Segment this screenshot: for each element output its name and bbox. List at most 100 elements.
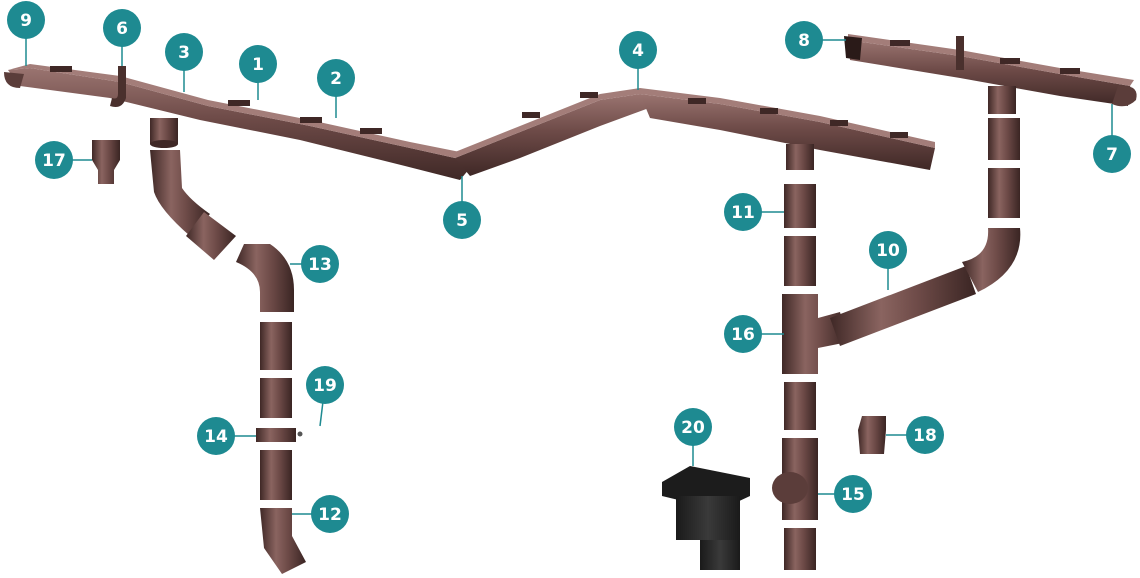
upper-right-outlet (988, 86, 1016, 114)
callout-15-inspection-pipe: 15 (818, 475, 872, 513)
gutter-rim-right (640, 88, 935, 148)
left-offset-bend (150, 150, 210, 236)
callout-badge-7 (1093, 135, 1131, 173)
inspection-15-cap (772, 472, 808, 504)
bracket-top-a (50, 66, 72, 72)
gutter-outlet-3-shape (150, 118, 178, 148)
gutter-run-right (640, 88, 935, 170)
callout-badge-9 (7, 1, 45, 39)
callout-badge-18 (906, 416, 944, 454)
callout-19-screw: 19 (306, 366, 344, 427)
callout-number-11: 11 (731, 203, 755, 223)
callout-badge-16 (724, 315, 762, 353)
bracket-right-b (760, 108, 778, 114)
right-run-outlet (786, 144, 814, 170)
callout-badge-10 (869, 231, 907, 269)
downpipe-branch (830, 118, 1021, 346)
callout-1-gutter: 1 (239, 45, 277, 100)
callout-badge-15 (834, 475, 872, 513)
callout-number-14: 14 (204, 427, 228, 447)
callout-6-gutter-bracket: 6 (103, 9, 141, 66)
bracket-ur-b (1000, 58, 1020, 64)
callout-badge-3 (165, 33, 203, 71)
gutter-rim-middle (455, 88, 640, 158)
callout-number-16: 16 (731, 325, 755, 345)
callout-8-gutter-end-cap-left: 8 (785, 21, 846, 59)
callout-number-6: 6 (116, 19, 128, 39)
callout-number-3: 3 (178, 43, 190, 63)
callout-badge-12 (311, 495, 349, 533)
upper-pipe-seg-b (988, 168, 1020, 218)
callout-number-20: 20 (681, 418, 705, 438)
bracket-right-a (688, 98, 706, 104)
callout-badge-2 (317, 59, 355, 97)
right-pipe-seg-b (784, 382, 816, 430)
callout-number-12: 12 (318, 505, 342, 525)
callout-13-elbow: 13 (290, 245, 339, 283)
rainwater-inlet-20-shape (662, 466, 750, 570)
gutter-body-upper-right (848, 40, 1130, 106)
left-pipe-seg-b (260, 378, 292, 418)
callout-badge-11 (724, 193, 762, 231)
callout-4-external-corner: 4 (619, 31, 657, 90)
callout-number-9: 9 (20, 11, 32, 31)
bracket-6-shape (110, 66, 126, 107)
reducer-18-shape (858, 416, 886, 454)
callout-badge-8 (785, 21, 823, 59)
callout-17-reducer: 17 (35, 141, 92, 179)
end-cap-9-shape (4, 72, 24, 88)
callout-badge-6 (103, 9, 141, 47)
callout-number-2: 2 (330, 69, 342, 89)
callout-badge-17 (35, 141, 73, 179)
clamp-14-shape (256, 428, 296, 442)
callout-3-gutter-outlet: 3 (165, 33, 203, 92)
callout-20-rainwater-inlet: 20 (674, 408, 712, 466)
callout-badge-5 (443, 201, 481, 239)
callout-number-19: 19 (313, 376, 337, 396)
bracket-mid-b (580, 92, 598, 98)
gutter-run-middle (455, 88, 660, 176)
callout-number-18: 18 (913, 426, 937, 446)
gutter-rim-left (8, 64, 460, 158)
gutter-body-left (8, 68, 470, 180)
coupler-11-shape (784, 184, 816, 228)
callout-badge-19 (306, 366, 344, 404)
bracket-right-c (830, 120, 848, 126)
callout-number-4: 4 (632, 41, 644, 61)
callout-11-pipe-coupler: 11 (724, 193, 784, 231)
callout-number-17: 17 (42, 151, 66, 171)
callout-2-gutter-connector: 2 (317, 59, 355, 118)
callout-14-pipe-clamp: 14 (197, 417, 256, 455)
left-pipe-seg-c (260, 450, 292, 500)
shoe-12-shape (260, 508, 306, 574)
callout-16-branch-tee: 16 (724, 315, 784, 353)
right-pipe-seg-a (784, 236, 816, 286)
callout-9-gutter-end-cap: 9 (7, 1, 45, 66)
callout-number-15: 15 (841, 485, 865, 505)
elbow-13-shape (236, 244, 294, 312)
callout-10-downpipe: 10 (869, 231, 907, 290)
callout-badge-4 (619, 31, 657, 69)
callout-number-8: 8 (798, 31, 810, 51)
callout-7-gutter-end-cap-right: 7 (1093, 104, 1131, 173)
end-cap-7-shape (1112, 85, 1137, 107)
callout-5-internal-corner: 5 (443, 176, 481, 239)
callout-number-5: 5 (456, 211, 468, 231)
callout-18-reducer-small: 18 (886, 416, 944, 454)
callout-number-1: 1 (252, 55, 264, 75)
bracket-ur-hook (956, 36, 964, 70)
screw-19-shape (297, 431, 303, 437)
bracket-ur-c (1060, 68, 1080, 74)
pipe-10-shape (830, 266, 976, 346)
downpipe-left (150, 150, 306, 574)
callout-badge-13 (301, 245, 339, 283)
gutter-run-left (8, 64, 470, 180)
bracket-top-b (228, 100, 250, 106)
reducer-17-shape (92, 140, 120, 184)
end-cap-8-shape (844, 36, 862, 60)
bracket-ur-a (890, 40, 910, 46)
left-pipe-seg-a (260, 322, 292, 370)
callout-12-shoe-outlet: 12 (292, 495, 349, 533)
gutter-body-middle (455, 94, 660, 176)
